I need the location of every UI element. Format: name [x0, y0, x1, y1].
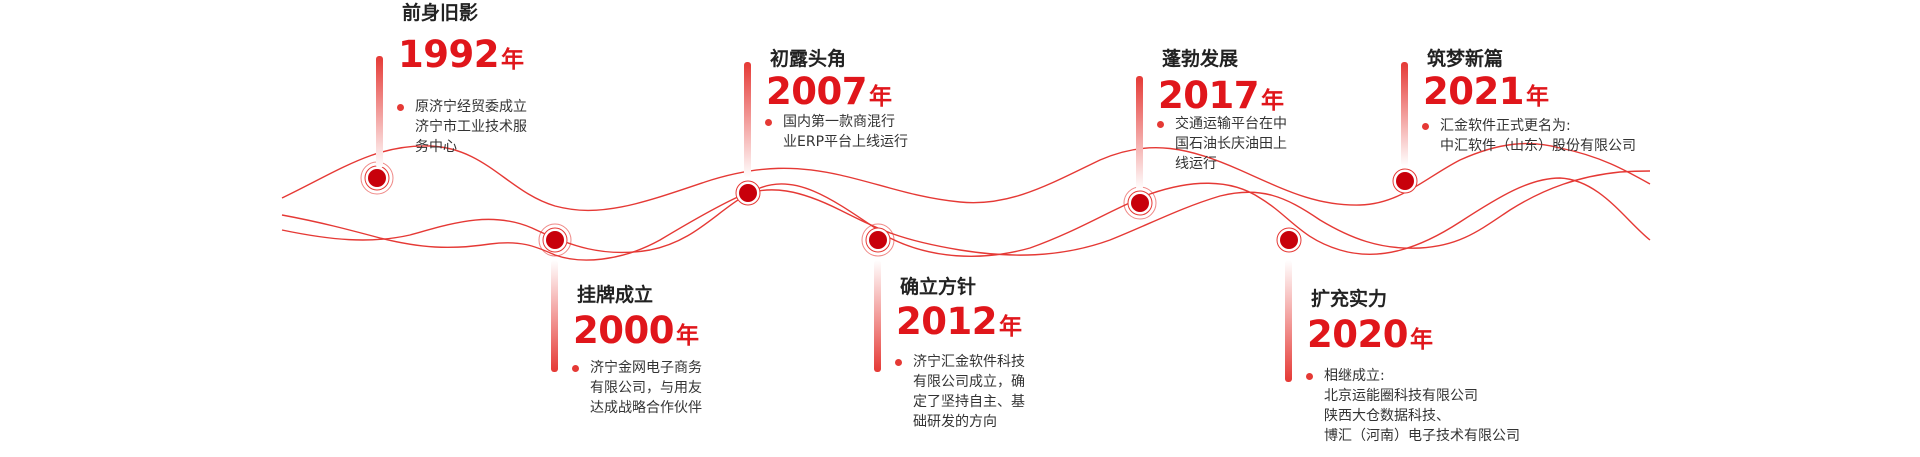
milestone-title: 蓬勃发展 — [1162, 48, 1239, 70]
bullet-dot — [1422, 123, 1429, 130]
milestone-1992: 前身旧影 1992年 原济宁经贸委成立 济宁市工业技术服 务中心 — [376, 0, 606, 170]
milestone-2017: 蓬勃发展 2017年 交通运输平台在中 国石油长庆油田上 线运行 — [1136, 40, 1366, 190]
milestone-title: 初露头角 — [770, 48, 847, 70]
bullet-dot — [895, 359, 902, 366]
milestone-title: 扩充实力 — [1311, 288, 1388, 310]
milestone-title: 确立方针 — [900, 276, 977, 298]
milestone-bar — [744, 62, 751, 178]
milestone-description: 国内第一款商混行 业ERP平台上线运行 — [765, 112, 908, 152]
wave-line-a — [281, 142, 1651, 212]
milestone-year: 1992年 — [398, 33, 524, 76]
timeline-node-2020 — [1276, 227, 1302, 253]
bullet-dot — [1306, 373, 1313, 380]
milestone-bar — [551, 260, 558, 372]
milestone-description: 济宁汇金软件科技 有限公司成立，确 定了坚持自主、基 础研发的方向 — [895, 352, 1025, 432]
timeline-node-2021 — [1392, 168, 1418, 194]
milestone-2012: 确立方针 2012年 济宁汇金软件科技 有限公司成立，确 定了坚持自主、基 础研… — [874, 258, 1104, 448]
milestone-description: 相继成立: 北京运能圈科技有限公司 陕西大仓数据科技、 博汇（河南）电子技术有限… — [1306, 366, 1520, 446]
milestone-bar — [1136, 76, 1143, 190]
milestone-2007: 初露头角 2007年 国内第一款商混行 业ERP平台上线运行 — [744, 40, 974, 180]
milestone-bar — [1401, 62, 1408, 166]
milestone-year: 2017年 — [1158, 74, 1284, 117]
timeline-node-2007 — [735, 180, 761, 206]
timeline-node-1992 — [360, 161, 394, 195]
wave-line-c — [281, 170, 1651, 261]
timeline-node-2017 — [1123, 186, 1157, 220]
milestone-year: 2012年 — [896, 300, 1022, 343]
milestone-description: 汇金软件正式更名为: 中汇软件（山东）股份有限公司 — [1422, 116, 1636, 156]
milestone-year: 2020年 — [1307, 313, 1433, 356]
milestone-year: 2007年 — [766, 70, 892, 113]
milestone-bar — [376, 56, 383, 168]
timeline-node-2012 — [861, 223, 895, 257]
timeline-node-2000 — [538, 223, 572, 257]
bullet-dot — [1157, 121, 1164, 128]
milestone-2000: 挂牌成立 2000年 济宁金网电子商务 有限公司，与用友 达成战略合作伙伴 — [551, 258, 781, 448]
milestone-year: 2021年 — [1423, 70, 1549, 113]
bullet-dot — [765, 119, 772, 126]
milestone-title: 挂牌成立 — [577, 284, 654, 306]
milestone-2020: 扩充实力 2020年 相继成立: 北京运能圈科技有限公司 陕西大仓数据科技、 博… — [1285, 258, 1585, 457]
milestone-title: 筑梦新篇 — [1427, 48, 1504, 70]
bullet-dot — [397, 104, 404, 111]
wave-line-b — [281, 177, 1651, 257]
milestone-2021: 筑梦新篇 2021年 汇金软件正式更名为: 中汇软件（山东）股份有限公司 — [1401, 40, 1701, 170]
milestone-description: 济宁金网电子商务 有限公司，与用友 达成战略合作伙伴 — [572, 358, 702, 418]
bullet-dot — [572, 365, 579, 372]
milestone-description: 交通运输平台在中 国石油长庆油田上 线运行 — [1157, 114, 1287, 174]
milestone-description: 原济宁经贸委成立 济宁市工业技术服 务中心 — [397, 97, 527, 157]
milestone-title: 前身旧影 — [402, 2, 479, 24]
milestone-bar — [874, 260, 881, 372]
milestone-year: 2000年 — [573, 309, 699, 352]
milestone-bar — [1285, 260, 1292, 382]
